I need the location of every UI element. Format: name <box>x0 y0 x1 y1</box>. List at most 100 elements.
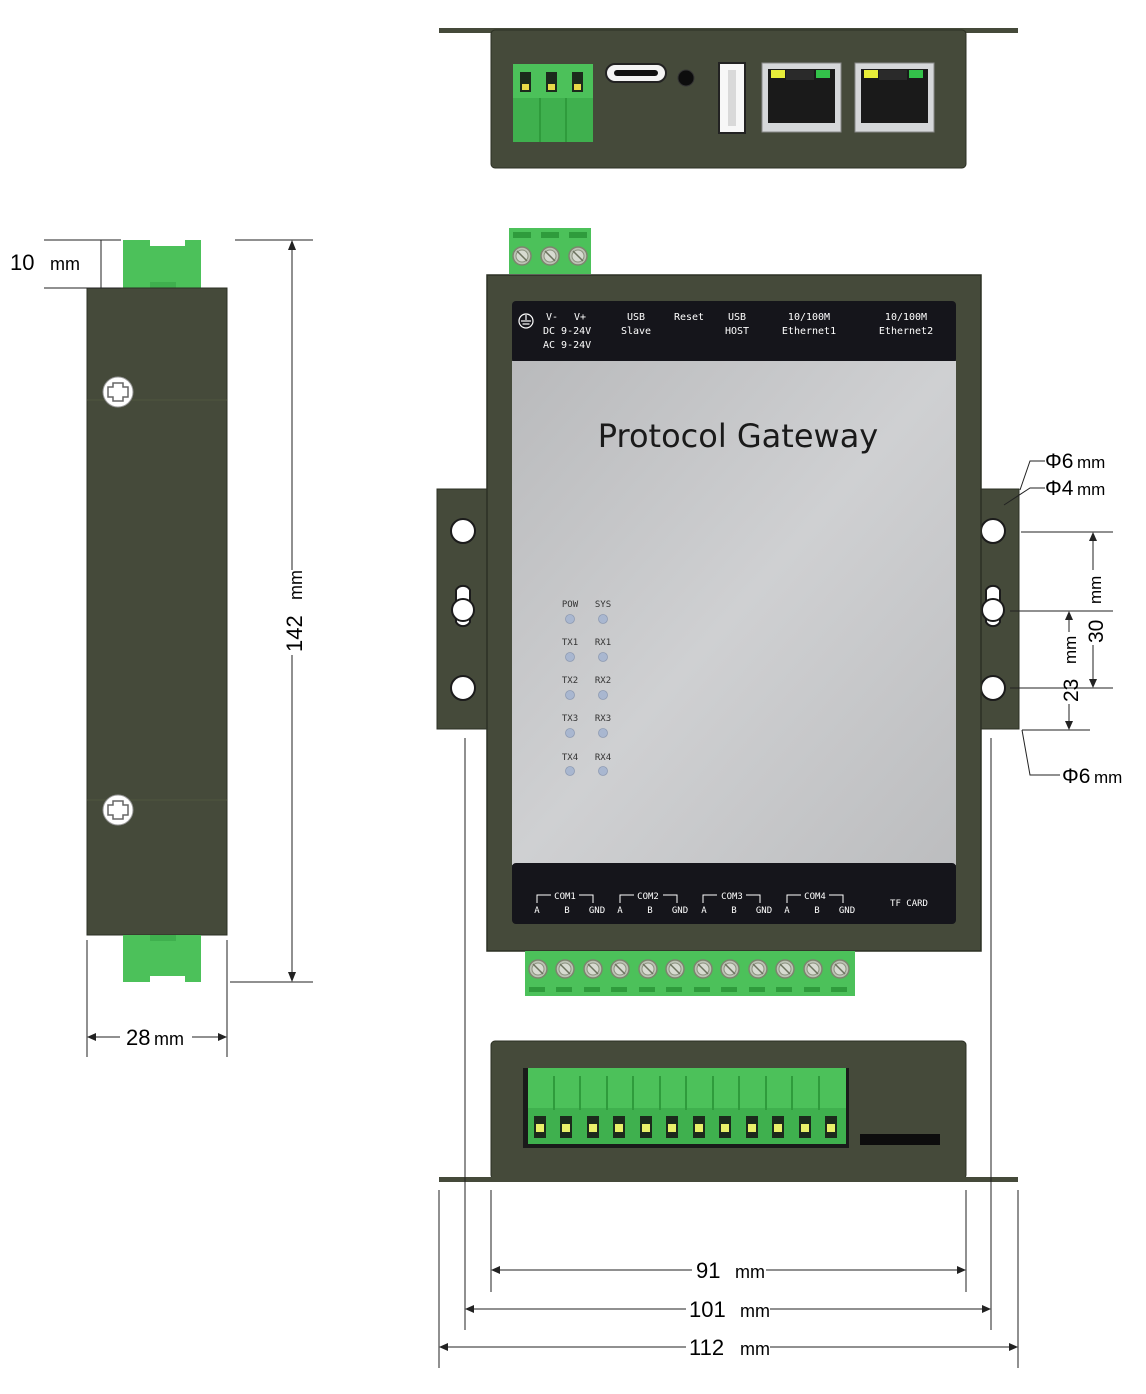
front-power-terminal <box>509 228 591 274</box>
width-dimension-arrows <box>439 1266 1018 1351</box>
label-ac: AC 9-24V <box>543 340 591 351</box>
label-com2: COM2 <box>637 892 659 902</box>
front-rs485-terminal <box>525 951 855 996</box>
dim-depth-value: 28 <box>126 1025 150 1050</box>
mounting-hole-icon <box>980 675 1006 701</box>
front-label-panel <box>512 361 956 865</box>
led-rx4 <box>598 766 608 776</box>
led-label-sys: SYS <box>595 600 611 610</box>
bottom-view-mount-plate <box>439 1177 1018 1182</box>
bottom-view <box>439 1040 1018 1182</box>
tf-card-slot <box>860 1134 940 1145</box>
label-reset: Reset <box>674 312 704 323</box>
pin-label-a: A <box>617 906 623 916</box>
dim-body-width-value: 91 <box>696 1258 720 1283</box>
dim-hole-spacing-unit: mm <box>1086 576 1105 604</box>
dim-body-width-unit: mm <box>735 1262 765 1282</box>
product-title: Protocol Gateway <box>598 417 878 455</box>
label-usb-host-2: HOST <box>725 326 749 337</box>
led-rx1 <box>598 652 608 662</box>
dim-height-unit: mm <box>286 570 306 600</box>
mounting-hole-icon <box>980 518 1006 544</box>
pin-label-a: A <box>701 906 707 916</box>
rj45-port-2 <box>854 62 935 133</box>
bottom-terminal-block <box>523 1068 849 1148</box>
led-tx2 <box>565 690 575 700</box>
dim-ear-hole-top-value: Φ6 <box>1045 450 1073 473</box>
led-rx3 <box>598 728 608 738</box>
bottom-label-strip <box>512 863 956 924</box>
dim-hole-width-unit: mm <box>740 1301 770 1321</box>
side-dimension-lines <box>44 239 313 1057</box>
side-view <box>86 240 228 982</box>
width-dimension-lines <box>438 738 1019 1368</box>
led-label-rx1: RX1 <box>595 638 611 648</box>
led-tx3 <box>565 728 575 738</box>
label-vminus: V- <box>546 312 558 323</box>
dim-overall-width-value: 112 <box>689 1335 724 1360</box>
side-terminal-bottom <box>123 935 201 982</box>
cross-screw-icon <box>102 794 134 826</box>
dim-depth-unit: mm <box>154 1029 184 1049</box>
label-vplus: V+ <box>574 312 586 323</box>
led-tx4 <box>565 766 575 776</box>
label-eth1-name: Ethernet1 <box>782 326 836 337</box>
dim-ear-hole-bottom-unit: mm <box>1094 768 1122 787</box>
pin-label-gnd: GND <box>756 906 772 916</box>
led-label-tx3: TX3 <box>562 714 578 724</box>
pin-label-gnd: GND <box>839 906 855 916</box>
pin-label-gnd: GND <box>589 906 605 916</box>
dim-terminal-height-unit: mm <box>50 254 80 274</box>
label-com1: COM1 <box>554 892 576 902</box>
power-terminal-top <box>513 64 593 142</box>
dim-height-value: 142 <box>282 615 307 652</box>
dim-hole-width-value: 101 <box>689 1297 726 1322</box>
front-view: V- V+ DC 9-24V AC 9-24V USB Slave Reset … <box>436 228 1020 996</box>
side-terminal-top <box>123 240 201 288</box>
label-usb-host-1: USB <box>728 312 746 323</box>
led-label-pow: POW <box>562 600 579 610</box>
label-eth2-speed: 10/100M <box>885 312 927 323</box>
led-label-tx2: TX2 <box>562 676 578 686</box>
label-usb-slave-2: Slave <box>621 326 651 337</box>
top-view <box>439 28 1018 169</box>
pin-label-b: B <box>814 906 819 916</box>
pin-label-b: B <box>564 906 569 916</box>
ground-icon <box>518 313 534 329</box>
label-eth1-speed: 10/100M <box>788 312 830 323</box>
dim-hole-spacing-value: 30 <box>1085 620 1108 643</box>
dim-slot-unit: mm <box>1077 480 1105 499</box>
label-dc: DC 9-24V <box>543 326 591 337</box>
led-label-rx4: RX4 <box>595 753 611 763</box>
label-usb-slave-1: USB <box>627 312 645 323</box>
label-com4: COM4 <box>804 892 826 902</box>
pin-label-gnd: GND <box>672 906 688 916</box>
mounting-hole-icon <box>450 518 476 544</box>
pin-label-a: A <box>784 906 790 916</box>
dim-hole-offset-value: 23 <box>1060 679 1083 702</box>
top-label-strip <box>512 301 956 363</box>
pin-label-a: A <box>534 906 540 916</box>
dim-hole-offset-unit: mm <box>1061 636 1080 664</box>
led-label-tx1: TX1 <box>562 638 578 648</box>
pin-label-b: B <box>731 906 736 916</box>
led-tx1 <box>565 652 575 662</box>
label-tf-card: TF CARD <box>890 899 928 909</box>
left-mounting-ear <box>436 488 490 730</box>
dim-overall-width-unit: mm <box>740 1339 770 1359</box>
hole-dimension-lines <box>1003 460 1113 776</box>
led-label-rx2: RX2 <box>595 676 611 686</box>
led-sys <box>598 614 608 624</box>
right-mounting-ear <box>978 488 1020 730</box>
pin-label-b: B <box>647 906 652 916</box>
hole-dimension-arrows <box>1065 532 1097 730</box>
mounting-hole-icon <box>450 675 476 701</box>
dim-terminal-height-value: 10 <box>10 250 34 275</box>
reset-hole <box>677 69 695 87</box>
dim-slot-value: Φ4 <box>1045 477 1074 500</box>
label-com3: COM3 <box>721 892 743 902</box>
led-pow <box>565 614 575 624</box>
led-indicator-group: POW SYS TX1 RX1 TX2 RX2 TX3 RX3 TX4 RX4 <box>562 600 611 776</box>
